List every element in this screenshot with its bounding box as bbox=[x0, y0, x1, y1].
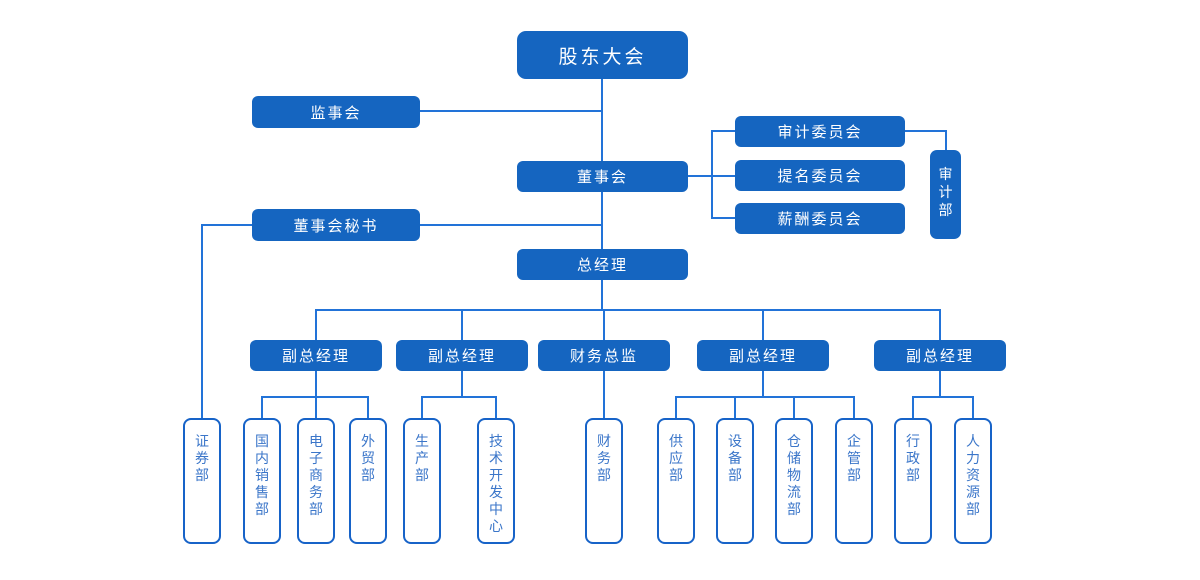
node-label: 技术开发中心 bbox=[489, 433, 503, 534]
connector-line bbox=[601, 79, 603, 163]
connector-line bbox=[939, 309, 941, 340]
node-audit-committee: 审计委员会 bbox=[735, 116, 905, 147]
connector-line bbox=[315, 309, 941, 311]
connector-line bbox=[675, 396, 855, 398]
node-dept-warehouse-logistics: 仓储物流部 bbox=[775, 418, 813, 544]
connector-line bbox=[711, 130, 713, 219]
connector-line bbox=[461, 371, 463, 397]
connector-line bbox=[945, 130, 947, 152]
node-dept-administration: 行政部 bbox=[894, 418, 932, 544]
connector-line bbox=[939, 371, 941, 397]
connector-line bbox=[421, 396, 497, 398]
connector-line bbox=[315, 371, 317, 418]
node-compensation-committee: 薪酬委员会 bbox=[735, 203, 905, 234]
node-label: 国内销售部 bbox=[255, 433, 269, 517]
connector-line bbox=[762, 371, 764, 397]
node-audit-department: 审计部 bbox=[930, 150, 961, 239]
node-label: 财务部 bbox=[597, 433, 611, 483]
node-label: 生产部 bbox=[415, 433, 429, 483]
connector-line bbox=[711, 130, 736, 132]
node-dept-securities: 证券部 bbox=[183, 418, 221, 544]
node-label: 仓储物流部 bbox=[787, 433, 801, 517]
node-label: 供应部 bbox=[669, 433, 683, 483]
connector-line bbox=[495, 396, 497, 418]
connector-line bbox=[603, 309, 605, 340]
connector-line bbox=[603, 371, 605, 418]
connector-line bbox=[261, 396, 369, 398]
connector-line bbox=[421, 396, 423, 418]
connector-line bbox=[853, 396, 855, 418]
node-shareholders-meeting: 股东大会 bbox=[517, 31, 688, 79]
node-general-manager: 总经理 bbox=[517, 249, 688, 280]
node-dept-enterprise-management: 企管部 bbox=[835, 418, 873, 544]
connector-line bbox=[734, 396, 736, 418]
node-board-secretary: 董事会秘书 bbox=[252, 209, 420, 241]
connector-line bbox=[420, 110, 602, 112]
connector-line bbox=[912, 396, 914, 418]
connector-line bbox=[793, 396, 795, 418]
node-label: 行政部 bbox=[906, 433, 920, 483]
node-deputy-gm-3: 副总经理 bbox=[697, 340, 829, 371]
node-label: 证券部 bbox=[195, 433, 209, 483]
node-label: 人力资源部 bbox=[966, 433, 980, 517]
node-dept-supply: 供应部 bbox=[657, 418, 695, 544]
connector-line bbox=[912, 396, 974, 398]
node-deputy-gm-1: 副总经理 bbox=[250, 340, 382, 371]
connector-line bbox=[762, 309, 764, 340]
connector-line bbox=[315, 309, 317, 340]
node-dept-ecommerce: 电子商务部 bbox=[297, 418, 335, 544]
node-dept-foreign-trade: 外贸部 bbox=[349, 418, 387, 544]
node-supervisory-board: 监事会 bbox=[252, 96, 420, 128]
node-dept-equipment: 设备部 bbox=[716, 418, 754, 544]
node-dept-domestic-sales: 国内销售部 bbox=[243, 418, 281, 544]
node-deputy-gm-4: 副总经理 bbox=[874, 340, 1006, 371]
node-dept-tech-development-center: 技术开发中心 bbox=[477, 418, 515, 544]
node-dept-finance: 财务部 bbox=[585, 418, 623, 544]
node-dept-production: 生产部 bbox=[403, 418, 441, 544]
connector-line bbox=[972, 396, 974, 418]
connector-line bbox=[711, 217, 736, 219]
node-label: 外贸部 bbox=[361, 433, 375, 483]
node-board-of-directors: 董事会 bbox=[517, 161, 688, 192]
node-label: 企管部 bbox=[847, 433, 861, 483]
connector-line bbox=[601, 280, 603, 311]
node-dept-human-resources: 人力资源部 bbox=[954, 418, 992, 544]
connector-line bbox=[905, 130, 947, 132]
connector-line bbox=[601, 192, 603, 250]
connector-line bbox=[261, 396, 263, 418]
node-label: 设备部 bbox=[728, 433, 742, 483]
node-deputy-gm-2: 副总经理 bbox=[396, 340, 528, 371]
node-label: 电子商务部 bbox=[309, 433, 323, 517]
connector-line bbox=[461, 309, 463, 340]
node-label: 审计部 bbox=[938, 166, 953, 218]
connector-line bbox=[675, 396, 677, 418]
connector-line bbox=[367, 396, 369, 418]
connector-line bbox=[201, 224, 203, 418]
node-nomination-committee: 提名委员会 bbox=[735, 160, 905, 191]
node-finance-director: 财务总监 bbox=[538, 340, 670, 371]
